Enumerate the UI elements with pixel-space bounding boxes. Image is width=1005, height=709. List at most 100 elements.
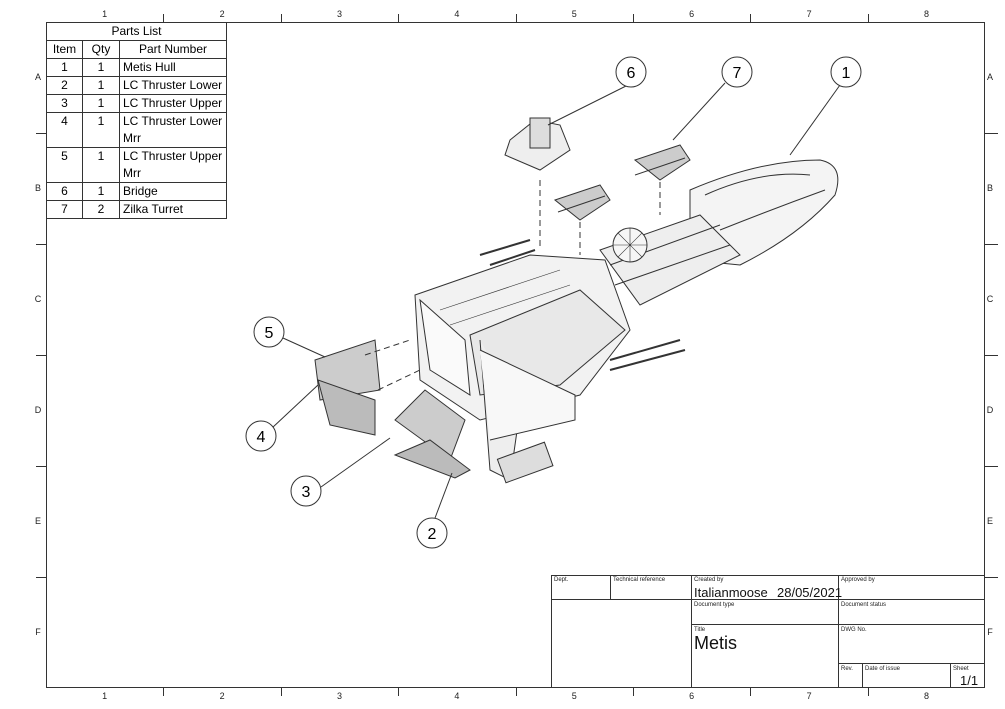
balloon-number: 1 — [842, 65, 851, 82]
date-of-issue-label: Date of issue — [865, 666, 901, 672]
zone-tick — [750, 14, 752, 22]
cell-part: LC Thruster Upper — [119, 94, 227, 113]
approved-by-label: Approved by — [841, 577, 875, 583]
zone-tick — [867, 14, 869, 22]
zone-row-F: F — [35, 626, 41, 637]
zone-tick — [985, 355, 998, 356]
spaceship-model — [314, 117, 839, 484]
zone-tick — [280, 14, 282, 22]
balloon-number: 6 — [627, 65, 636, 82]
zone-column-4: 4 — [454, 9, 460, 19]
created-by-label: Created by — [694, 577, 724, 583]
doc-status-label: Document status — [841, 602, 887, 608]
zone-tick — [633, 688, 634, 696]
zone-row-B: B — [34, 182, 41, 193]
balloon-4 — [245, 420, 277, 452]
zone-tick — [398, 688, 400, 696]
header-item: Item — [46, 40, 83, 59]
zone-row-E: E — [34, 515, 41, 526]
zone-column-8: 8 — [923, 691, 929, 701]
zone-row-E: E — [986, 515, 993, 526]
cell-part: LC Thruster Upper Mrr — [119, 147, 227, 183]
balloon-2 — [416, 517, 448, 549]
balloon-5 — [253, 316, 285, 348]
zone-row-F: F — [987, 626, 993, 637]
zone-column-1: 1 — [102, 9, 108, 19]
turret-b — [553, 184, 611, 221]
balloon-number: 2 — [428, 526, 437, 543]
dept-label: Dept. — [554, 577, 569, 583]
zone-tick — [36, 355, 46, 356]
thruster-lower-mrr — [317, 379, 376, 436]
title-label: Title — [694, 627, 706, 633]
zone-column-5: 5 — [571, 691, 577, 701]
dwg-no-label: DWG No. — [841, 627, 867, 633]
zone-tick — [985, 577, 998, 578]
zone-tick — [36, 244, 46, 245]
zone-tick — [398, 14, 400, 22]
zone-tick — [867, 688, 869, 696]
zone-tick — [163, 688, 165, 696]
zone-tick — [985, 466, 998, 467]
created-date: 28/05/2021 — [777, 585, 843, 600]
cell-part: LC Thruster Lower Mrr — [119, 112, 227, 148]
zone-tick — [163, 14, 165, 22]
zone-row-A: A — [986, 71, 993, 82]
zone-row-C: C — [986, 293, 994, 304]
rear-engine — [496, 441, 554, 484]
zone-column-3: 3 — [336, 691, 342, 701]
zone-column-2: 2 — [219, 9, 225, 19]
zone-tick — [36, 577, 46, 578]
created-by-value: Italianmoose — [694, 585, 768, 600]
balloon-7 — [721, 56, 753, 88]
balloon-number: 3 — [302, 484, 311, 501]
doc-type-label: Document type — [694, 602, 735, 608]
zone-tick — [985, 133, 998, 134]
balloon-1 — [830, 56, 862, 88]
drawing-frame — [46, 22, 985, 688]
thruster-lower — [393, 439, 471, 479]
zone-column-8: 8 — [923, 9, 929, 19]
item-balloons: 1 2 3 4 5 6 7 — [245, 56, 862, 549]
zone-column-1: 1 — [102, 691, 108, 701]
sheet-number: 1/1 — [960, 673, 979, 688]
zone-row-A: A — [34, 71, 41, 82]
zone-row-B: B — [986, 182, 993, 193]
hull-spine — [599, 214, 741, 306]
zone-column-7: 7 — [806, 9, 812, 19]
zone-column-4: 4 — [454, 691, 460, 701]
balloon-3 — [290, 475, 322, 507]
cell-part: Zilka Turret — [119, 200, 227, 219]
balloon-number: 4 — [257, 429, 266, 446]
zone-row-D: D — [986, 404, 994, 415]
zone-tick — [633, 14, 634, 22]
turret-a — [633, 144, 691, 181]
rev-label: Rev. — [841, 666, 853, 672]
zone-row-C: C — [34, 293, 42, 304]
balloon-number: 7 — [733, 65, 742, 82]
zone-column-3: 3 — [336, 9, 342, 19]
balloon-6 — [615, 56, 647, 88]
tech-ref-label: Technical reference — [613, 577, 666, 583]
zone-tick — [36, 133, 46, 134]
zone-row-D: D — [34, 404, 42, 415]
zone-tick — [750, 688, 752, 696]
zone-tick — [36, 466, 46, 467]
zone-column-6: 6 — [689, 9, 695, 19]
zone-tick — [515, 688, 517, 696]
zone-tick — [985, 244, 998, 245]
parts-list-title: Parts List — [46, 22, 227, 41]
cell-qty: 2 — [82, 200, 120, 219]
zone-column-6: 6 — [689, 691, 695, 701]
zone-tick — [515, 14, 517, 22]
balloon-number: 5 — [265, 325, 274, 342]
zone-column-2: 2 — [219, 691, 225, 701]
leader-lines — [271, 82, 841, 519]
drawing-title: Metis — [694, 633, 738, 653]
